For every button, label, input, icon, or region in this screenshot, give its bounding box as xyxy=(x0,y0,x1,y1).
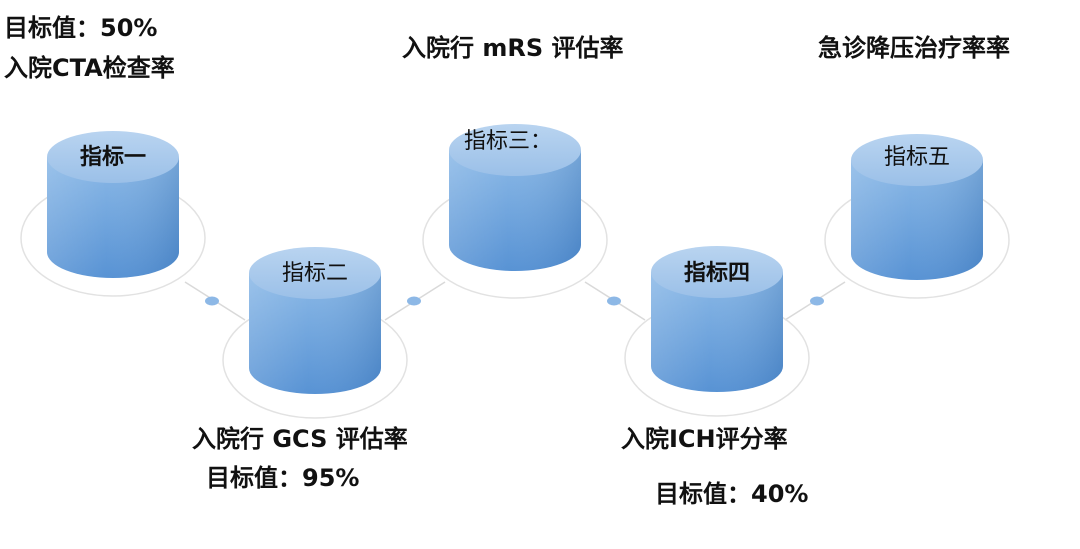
indicator-1-metric: 入院CTA检查率 xyxy=(4,54,175,82)
indicator-1-cylinder xyxy=(20,131,206,297)
indicator-5-name: 指标五 xyxy=(883,145,951,170)
connector-dot-4 xyxy=(810,296,824,306)
indicator-3-metric: 入院行 mRS 评估率 xyxy=(402,34,624,62)
connector-dots xyxy=(205,296,824,306)
indicator-1-target: 目标值：50% xyxy=(4,14,158,42)
indicator-2-name: 指标二 xyxy=(281,261,349,286)
indicator-4-metric: 入院ICH评分率 xyxy=(621,425,788,453)
indicator-3-cylinder xyxy=(422,124,608,299)
indicator-2-metric: 入院行 GCS 评估率 xyxy=(192,425,408,453)
indicator-2-target: 目标值：95% xyxy=(206,464,360,492)
indicator-5-cylinder xyxy=(824,134,1010,299)
indicator-3-name: 指标三： xyxy=(463,129,553,154)
indicator-4-cylinder xyxy=(624,246,810,417)
connector-dot-3 xyxy=(607,296,621,306)
connector-dot-2 xyxy=(407,296,421,306)
connector-dot-1 xyxy=(205,296,219,306)
indicator-2-cylinder xyxy=(222,247,408,419)
indicator-4-name: 指标四 xyxy=(683,261,751,286)
indicator-1-name: 指标一 xyxy=(79,145,147,170)
indicator-4-target: 目标值：40% xyxy=(655,480,809,508)
indicator-5-metric: 急诊降压治疗率率 xyxy=(818,34,1010,62)
